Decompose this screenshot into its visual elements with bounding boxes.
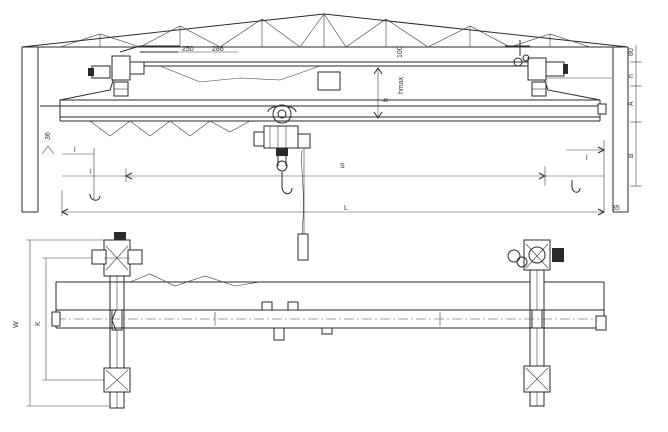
main-girder-plan	[51, 273, 607, 341]
dim-l-right: l	[586, 155, 588, 162]
end-carriage-left-elevation	[88, 45, 180, 97]
plan-dimensions: W K	[13, 239, 110, 407]
plan-view: W K	[13, 232, 607, 409]
dim-hmax: hmax	[398, 76, 405, 94]
dim-l-left: l	[74, 147, 76, 154]
dim-l2: l	[90, 169, 92, 176]
dim-b: B	[628, 153, 635, 158]
upper-dimensions: 250 286 100 hmax h 80 h A B 36 l l	[41, 45, 642, 216]
hoist-trolley	[253, 104, 311, 261]
dim-h1: h	[383, 98, 390, 102]
dim-l-total: L	[344, 205, 348, 212]
end-carriage-right-elevation	[505, 40, 607, 115]
end-carriage-left-plan	[91, 232, 143, 409]
dim-h2: h	[628, 74, 635, 78]
dim-250: 250	[182, 46, 194, 53]
building-columns	[21, 47, 629, 213]
end-carriage-right-plan	[507, 239, 564, 407]
roof-truss	[21, 13, 629, 48]
dim-80: 80	[628, 48, 635, 56]
dim-s: S	[340, 163, 345, 170]
dim-36: 36	[45, 132, 52, 140]
dim-100: 100	[397, 46, 404, 58]
dim-k: K	[35, 321, 42, 326]
dim-a: A	[628, 101, 635, 106]
dim-286: 286	[212, 46, 224, 53]
dim-35: 35	[612, 205, 620, 212]
main-girder-elevation	[40, 65, 601, 137]
dim-w: W	[13, 321, 20, 328]
